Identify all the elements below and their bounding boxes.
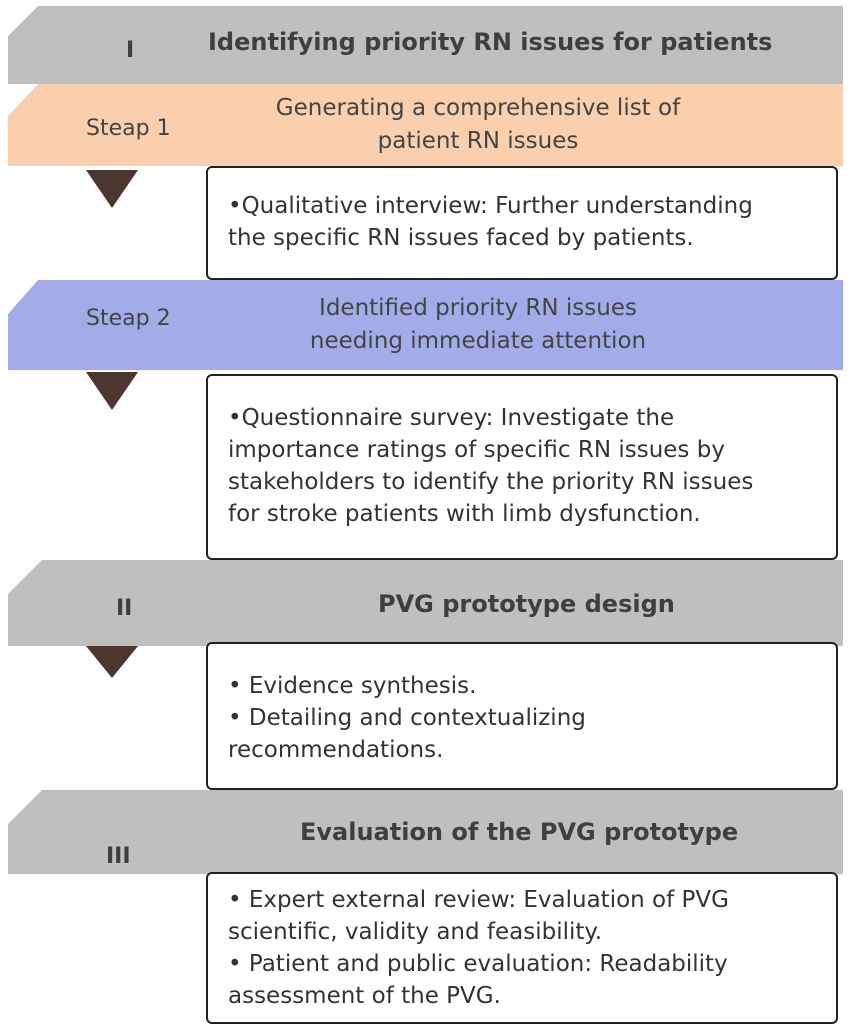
step-2-detail-line-3: stakeholders to identify the priority RN…	[228, 469, 754, 495]
step-2-detail-line-2: importance ratings of specific RN issues…	[228, 437, 725, 463]
phase-3-detail-line-2: scientific, validity and feasibility.	[228, 919, 603, 945]
step-2-band-shape	[8, 280, 843, 370]
step-1-label: Steap 1	[86, 116, 171, 141]
step-2-title-line-1: Identified priority RN issues	[319, 295, 637, 321]
step-2-title: Identified priority RN issues needing im…	[248, 292, 708, 358]
phase-1-title: Identifying priority RN issues for patie…	[208, 28, 773, 56]
phase-2-detail-box: • Evidence synthesis. • Detailing and co…	[206, 642, 838, 790]
down-arrow-icon	[86, 646, 138, 678]
phase-2-band-shape	[8, 560, 843, 646]
step-2-band: Steap 2 Identified priority RN issues ne…	[8, 280, 843, 370]
phase-2-detail-line-1: • Evidence synthesis.	[228, 673, 477, 699]
step-2-detail-line-1: •Questionnaire survey: Investigate the	[228, 405, 675, 431]
phase-2-band: II PVG prototype design	[8, 560, 843, 646]
phase-3-detail-line-1: • Expert external review: Evaluation of …	[228, 887, 729, 913]
down-arrow-icon	[86, 372, 138, 410]
phase-2-number: II	[116, 596, 133, 621]
step-2-detail-line-4: for stroke patients with limb dysfunctio…	[228, 501, 701, 527]
phase-1-number: I	[126, 38, 135, 63]
down-arrow-icon	[86, 170, 138, 208]
phase-2-detail-line-2: • Detailing and contextualizing	[228, 705, 586, 731]
step-1-detail-line-1: •Qualitative interview: Further understa…	[228, 193, 753, 219]
step-2-detail-box: •Questionnaire survey: Investigate the i…	[206, 374, 838, 560]
step-1-detail-box: •Qualitative interview: Further understa…	[206, 166, 838, 280]
phase-3-detail-line-4: assessment of the PVG.	[228, 983, 501, 1009]
step-1-title-line-1: Generating a comprehensive list of	[275, 95, 681, 121]
phase-1-band-shape	[8, 6, 843, 84]
phase-3-band: III Evaluation of the PVG prototype	[8, 790, 843, 874]
phase-3-title: Evaluation of the PVG prototype	[300, 818, 739, 846]
step-1-title: Generating a comprehensive list of patie…	[248, 92, 708, 158]
step-1-band: Steap 1 Generating a comprehensive list …	[8, 84, 843, 166]
phase-3-detail-box: • Expert external review: Evaluation of …	[206, 872, 838, 1024]
step-1-detail-line-2: the specific RN issues faced by patients…	[228, 225, 694, 251]
phase-3-detail-line-3: • Patient and public evaluation: Readabi…	[228, 951, 728, 977]
phase-2-title: PVG prototype design	[378, 590, 675, 618]
step-2-label: Steap 2	[86, 306, 171, 331]
phase-2-detail-line-3: recommendations.	[228, 737, 444, 763]
step-2-title-line-2: needing immediate attention	[309, 328, 647, 354]
step-1-band-shape	[8, 84, 843, 166]
phase-3-band-shape	[8, 790, 843, 874]
phase-3-number: III	[106, 844, 131, 869]
step-1-title-line-2: patient RN issues	[377, 128, 579, 154]
phase-1-band: I Identifying priority RN issues for pat…	[8, 6, 843, 84]
